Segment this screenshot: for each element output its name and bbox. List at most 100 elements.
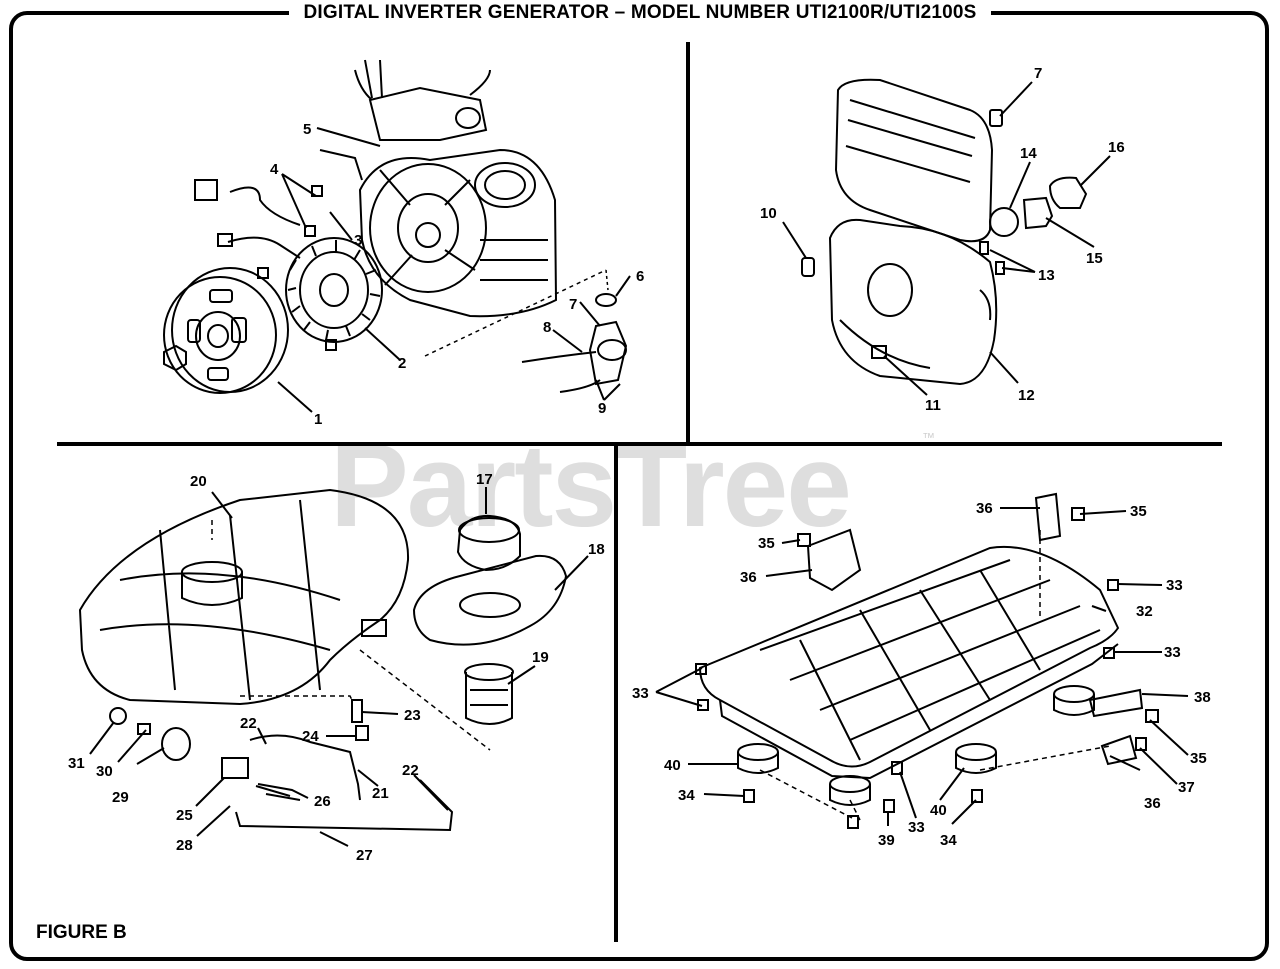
diagram-title: DIGITAL INVERTER GENERATOR – MODEL NUMBE…	[0, 2, 1280, 24]
q2-leaders	[782, 81, 1111, 396]
fuel-clamp	[355, 725, 369, 741]
callout-q4-33b: 33	[1164, 644, 1181, 661]
assembly-leader-b	[605, 269, 609, 291]
callout-q1-2: 2	[398, 355, 406, 372]
callout-q1-3: 3	[354, 232, 362, 249]
assembly-leader	[424, 269, 607, 357]
fuel-fitting	[351, 699, 363, 723]
q1-leaders	[277, 127, 631, 413]
side-bracket	[1088, 688, 1144, 718]
callout-q3-29: 29	[112, 789, 129, 806]
callout-q1-4: 4	[270, 161, 279, 178]
callout-q3-22b: 22	[402, 762, 419, 779]
callout-q3-24: 24	[302, 728, 319, 745]
callout-q3-28: 28	[176, 837, 193, 854]
callout-q2-13: 13	[1038, 267, 1055, 284]
frame-bracket-left	[806, 528, 862, 592]
ignition-wire	[319, 149, 363, 181]
q1-labels: 1 2 3 4 5 6 7 8 9	[270, 121, 644, 428]
wire-connector-b	[217, 233, 233, 247]
callout-q2-10: 10	[760, 205, 777, 222]
callout-q4-33c: 33	[632, 685, 649, 702]
stator-part	[285, 237, 383, 343]
flywheel-nut	[163, 344, 187, 372]
fuel-line-lower	[235, 779, 454, 832]
callout-q2-11: 11	[925, 397, 941, 414]
fuel-filter-base	[412, 554, 568, 646]
lower-bracket	[1100, 734, 1138, 766]
callout-q4-33d: 33	[908, 819, 925, 836]
cover-opening	[867, 263, 913, 317]
callout-q2-15: 15	[1086, 250, 1103, 267]
callout-q4-38: 38	[1194, 689, 1211, 706]
callout-q1-9: 9	[598, 400, 606, 417]
fuel-valve-body	[221, 757, 249, 779]
trademark-symbol: ™	[922, 430, 935, 445]
fuel-pump-part	[521, 293, 628, 393]
cover-clip	[1022, 196, 1054, 230]
rear-housing-cover	[834, 78, 994, 243]
callout-q1-1: 1	[314, 411, 322, 428]
q3-labels: 17 18 19 20 21 22 22 23 24 25 26 27 28 2…	[68, 471, 605, 864]
rubber-feet	[737, 685, 1095, 806]
callout-q4-34a: 34	[678, 787, 695, 804]
cover-bolt	[989, 109, 1003, 127]
cover-seal	[989, 207, 1019, 237]
base-frame-part	[698, 545, 1120, 768]
callout-q3-20: 20	[190, 473, 207, 490]
front-housing-cover	[828, 218, 998, 386]
crankcase-part	[358, 148, 558, 318]
callout-q3-31: 31	[68, 755, 85, 772]
stator-bolts	[257, 185, 337, 351]
callout-q2-16: 16	[1108, 139, 1125, 156]
cover-fastener-a	[979, 241, 989, 255]
callout-q4-40b: 40	[930, 802, 947, 819]
figure-label: FIGURE B	[36, 922, 127, 943]
fuel-tank-neck	[181, 561, 243, 583]
callout-q3-22a: 22	[240, 715, 257, 732]
cover-knob	[1048, 176, 1088, 209]
callout-q4-35a: 35	[758, 535, 775, 552]
callout-q3-19: 19	[532, 649, 549, 666]
callout-q3-18: 18	[588, 541, 605, 558]
callout-q4-36a: 36	[976, 500, 993, 517]
cover-tab	[871, 345, 887, 359]
callout-q2-12: 12	[1018, 387, 1035, 404]
callout-q1-6: 6	[636, 268, 644, 285]
callout-q1-5: 5	[303, 121, 311, 138]
flywheel-part	[163, 267, 289, 394]
callout-q1-8: 8	[543, 319, 551, 336]
diagram-title-text: DIGITAL INVERTER GENERATOR – MODEL NUMBE…	[289, 2, 991, 23]
wire-connector-a	[194, 179, 218, 201]
ignition-coil-part	[354, 59, 491, 141]
callout-q3-25: 25	[176, 807, 193, 824]
callout-q3-27: 27	[356, 847, 373, 864]
callout-q4-36c: 36	[1144, 795, 1161, 812]
callout-q3-21: 21	[372, 785, 389, 802]
engine-assembly-group	[163, 59, 628, 394]
callout-q3-17: 17	[476, 471, 493, 488]
callout-q4-37: 37	[1178, 779, 1195, 796]
callout-q4-35c: 35	[1190, 750, 1207, 767]
fuel-cap-part	[456, 514, 521, 572]
callout-q2-14: 14	[1020, 145, 1037, 162]
callout-q3-30: 30	[96, 763, 113, 780]
callout-q4-33a: 33	[1166, 577, 1183, 594]
stator-wire-harness	[227, 186, 301, 259]
fuel-tank-group	[78, 488, 568, 832]
q3-leaders	[89, 487, 589, 847]
q4-labels: 32 33 33 33 33 33 34 34 35 35 35 36 36 3…	[632, 500, 1211, 849]
fuel-tank-part	[78, 488, 410, 706]
fuel-tank-bracket	[361, 619, 387, 637]
q4-leaders	[655, 507, 1189, 826]
callout-q3-26: 26	[314, 793, 331, 810]
fuel-petcock	[161, 727, 191, 761]
frame-bracket-right	[1034, 492, 1062, 542]
callout-q4-35b: 35	[1130, 503, 1147, 520]
callout-q4-32: 32	[1136, 603, 1153, 620]
callout-q4-39: 39	[878, 832, 895, 849]
callout-q4-36b: 36	[740, 569, 757, 586]
tank-leader-dashed	[211, 520, 491, 751]
